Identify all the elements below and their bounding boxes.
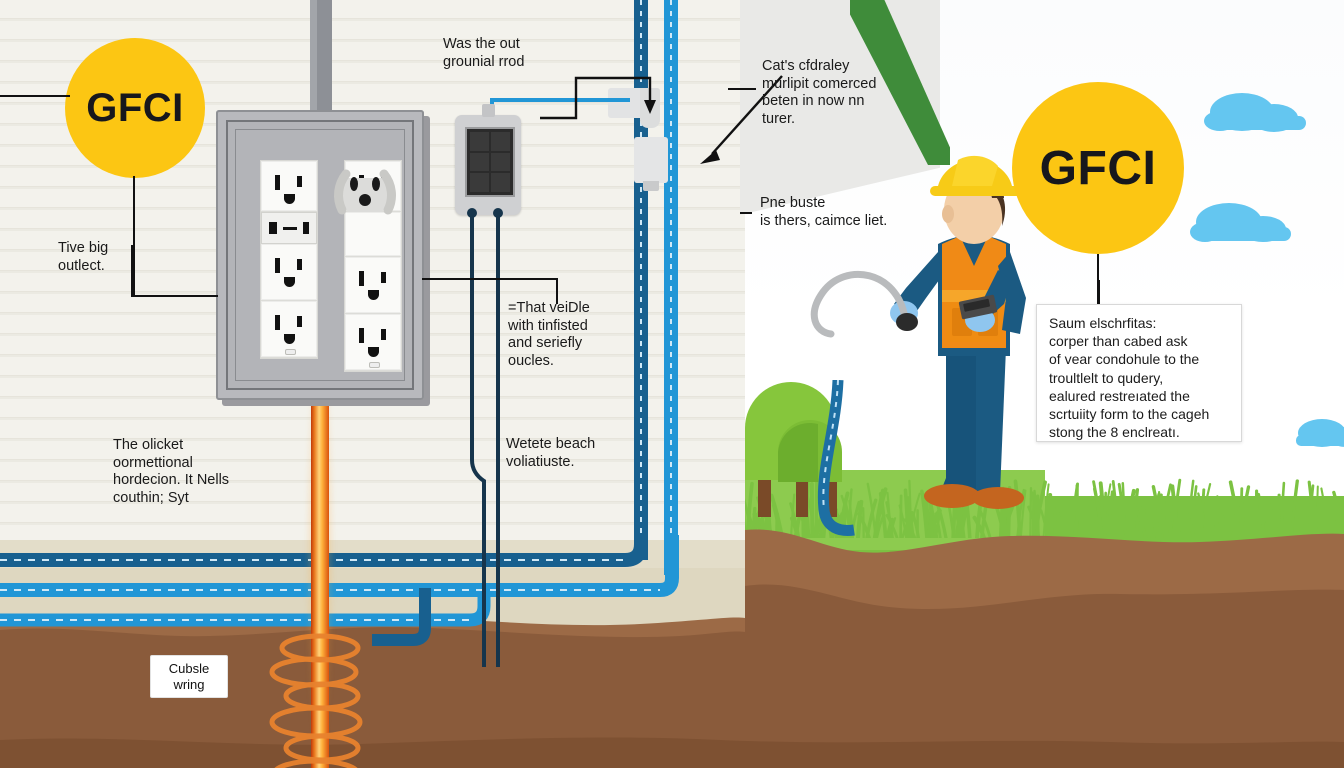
leader-line-left-edge bbox=[0, 95, 70, 97]
meter-display bbox=[465, 127, 515, 197]
plugged-in-cord-icon bbox=[330, 164, 410, 254]
electric-meter[interactable] bbox=[455, 115, 521, 215]
callout-outlet-left: Tive big outlect. bbox=[58, 240, 188, 275]
cloud-icon bbox=[1200, 88, 1320, 138]
panel-inner-frame bbox=[226, 120, 414, 390]
info-box-text: Saum elschrfitas: corper than cabed ask … bbox=[1037, 305, 1241, 450]
gfci-badge-right[interactable]: GFCI bbox=[1012, 82, 1184, 254]
callout-panel-bottom-left: The olicket oormettional hordecion. It N… bbox=[113, 437, 293, 508]
cable-wiring-label: Cubsle wring bbox=[150, 655, 228, 698]
panel-mast-highlight bbox=[310, 0, 317, 115]
ground-rod-coils bbox=[242, 630, 402, 768]
meter-conduit-nipple bbox=[482, 104, 495, 117]
gfci-badge-left-label: GFCI bbox=[86, 86, 184, 131]
leader-line-conduit-mid-h bbox=[422, 278, 558, 280]
leader-line-to-panel bbox=[133, 295, 218, 297]
grounding-cable-loop bbox=[805, 250, 935, 380]
callout-ground-rod-top: Was the out grounial rrod bbox=[443, 36, 618, 71]
electrical-panel[interactable] bbox=[216, 110, 424, 400]
callout-conduit-lower: Wetete beach voliatiuste. bbox=[506, 436, 646, 471]
test-reset-buttons[interactable] bbox=[261, 212, 317, 244]
gfci-badge-left[interactable]: GFCI bbox=[65, 38, 205, 178]
callout-house-top-right: Cat's cfdraley murlipit comerced beten i… bbox=[762, 58, 942, 129]
callout-conduit-middle: =That veiDle with tinfisted and seriefly… bbox=[508, 300, 638, 371]
cloud-icon bbox=[1288, 414, 1344, 454]
leader-line-worker-note bbox=[740, 212, 752, 214]
gfci-badge-right-label: GFCI bbox=[1040, 141, 1157, 196]
callout-worker-note: Pne buste is thers, caimce liet. bbox=[760, 195, 935, 230]
leader-line-badge-drop bbox=[133, 176, 135, 296]
outlet-receptacle[interactable] bbox=[261, 244, 317, 301]
leader-line-house-note bbox=[728, 88, 756, 90]
outlet-receptacle[interactable] bbox=[345, 257, 401, 314]
outlet-receptacle[interactable] bbox=[261, 161, 317, 212]
leader-line-info-box bbox=[1098, 280, 1100, 306]
outlet-column-left[interactable] bbox=[260, 160, 318, 359]
info-box: Saum elschrfitas: corper than cabed ask … bbox=[1036, 304, 1242, 442]
cloud-icon bbox=[1183, 198, 1303, 248]
